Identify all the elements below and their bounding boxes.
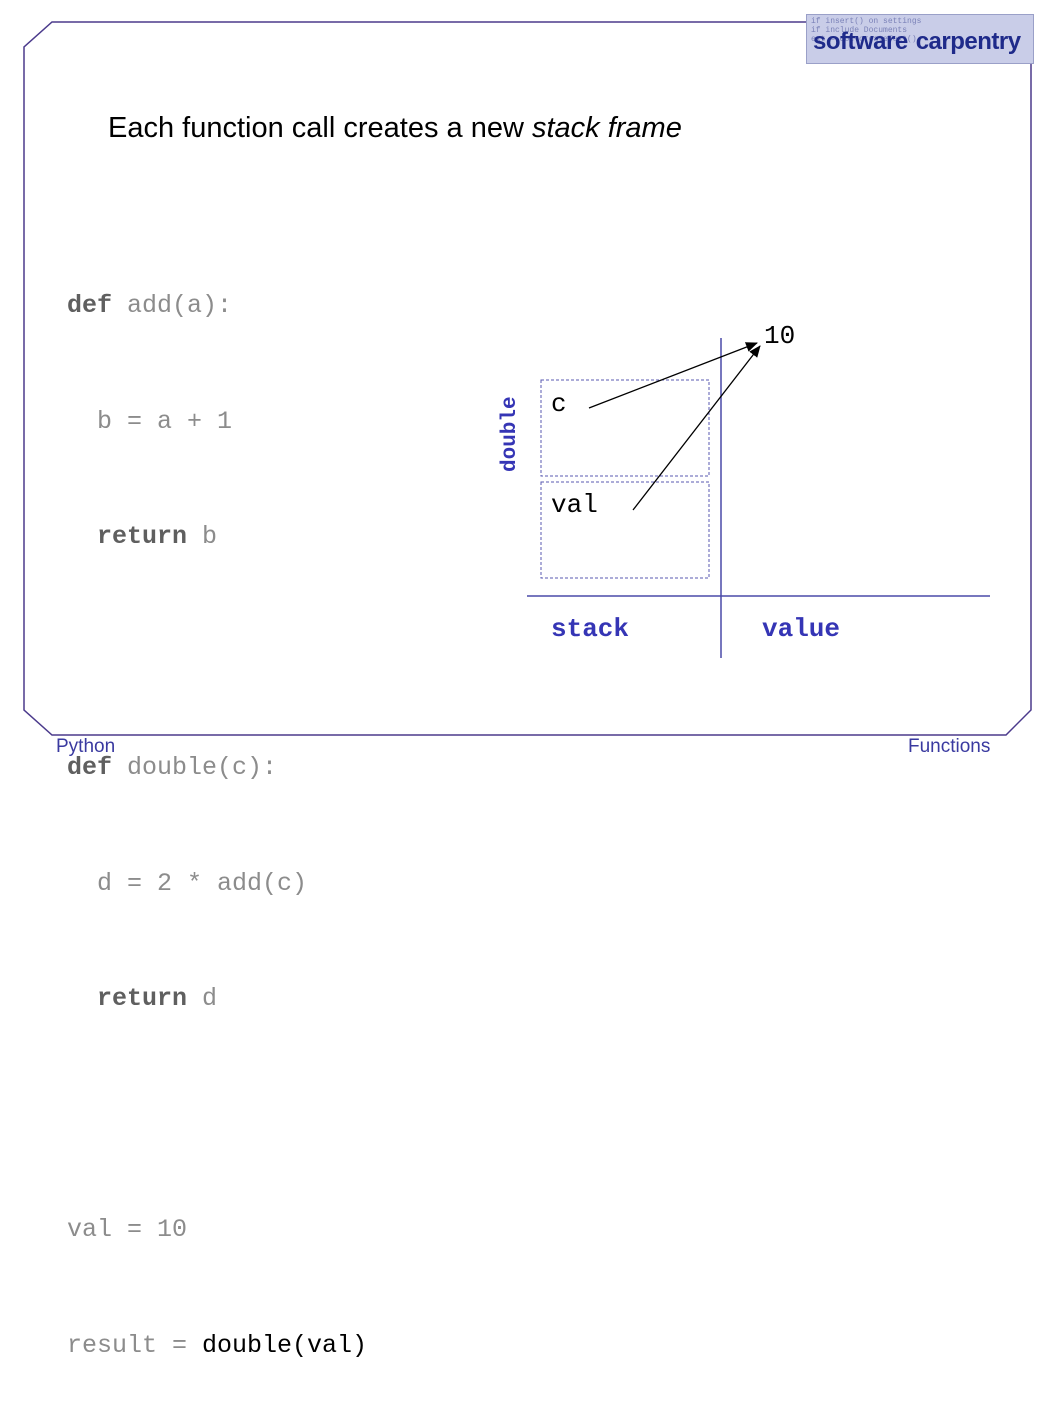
code-line: val = 10	[67, 1211, 367, 1250]
code-text: val = 10	[67, 1215, 188, 1244]
code-text: d = 2 * add(c)	[67, 868, 308, 898]
code-line: def add(a):	[67, 287, 367, 326]
code-text: b = a + 1	[67, 406, 233, 436]
logo-background-code: if insert() on settings if include Docum…	[811, 17, 922, 44]
code-line: d = 2 * add(c)	[67, 865, 367, 904]
arrow-val-to-value	[632, 345, 761, 511]
code-indent	[67, 984, 97, 1013]
code-line: b = a + 1	[67, 403, 367, 442]
software-carpentry-logo: if insert() on settings if include Docum…	[806, 14, 1034, 64]
code-text: result =	[67, 1330, 203, 1360]
slide-title: Each function call creates a new stack f…	[108, 112, 682, 145]
value-axis-label: value	[762, 614, 841, 644]
code-keyword: def	[67, 291, 113, 320]
code-line: result = double(val)	[67, 1327, 367, 1366]
footer-right: Functions	[908, 736, 991, 757]
stack-axis-label: stack	[551, 614, 630, 644]
code-text: add(a):	[112, 291, 233, 320]
value-10: 10	[764, 321, 796, 351]
logo-text: software carpentry	[813, 28, 1021, 56]
code-indent	[67, 522, 97, 551]
code-blank-line	[67, 634, 367, 673]
stack-frame-box-c	[540, 379, 710, 477]
code-keyword: return	[97, 522, 188, 551]
code-line: return d	[67, 980, 367, 1019]
code-text: d	[187, 984, 218, 1013]
code-text: double(c):	[112, 753, 278, 782]
code-highlighted-call: double(val)	[202, 1330, 368, 1360]
code-block: def add(a): b = a + 1 return b def doubl…	[67, 210, 367, 1404]
stack-frame-box-val	[540, 481, 710, 579]
logo-word-software: software	[813, 28, 908, 55]
code-text: b	[187, 522, 218, 551]
code-line: def double(c):	[67, 749, 367, 788]
footer-left: Python	[56, 736, 116, 757]
frame-label-double: double	[499, 396, 522, 472]
code-keyword: return	[97, 984, 188, 1013]
logo-word-carpentry: carpentry	[915, 28, 1021, 55]
arrow-c-to-value	[588, 342, 758, 409]
stack-var-c: c	[551, 389, 567, 419]
code-keyword: def	[67, 753, 113, 782]
code-blank-line	[67, 1096, 367, 1135]
title-emphasis: stack frame	[531, 112, 682, 144]
stack-var-val: val	[551, 490, 598, 520]
title-prefix: Each function call creates a new	[108, 112, 532, 144]
code-line: return b	[67, 518, 367, 557]
